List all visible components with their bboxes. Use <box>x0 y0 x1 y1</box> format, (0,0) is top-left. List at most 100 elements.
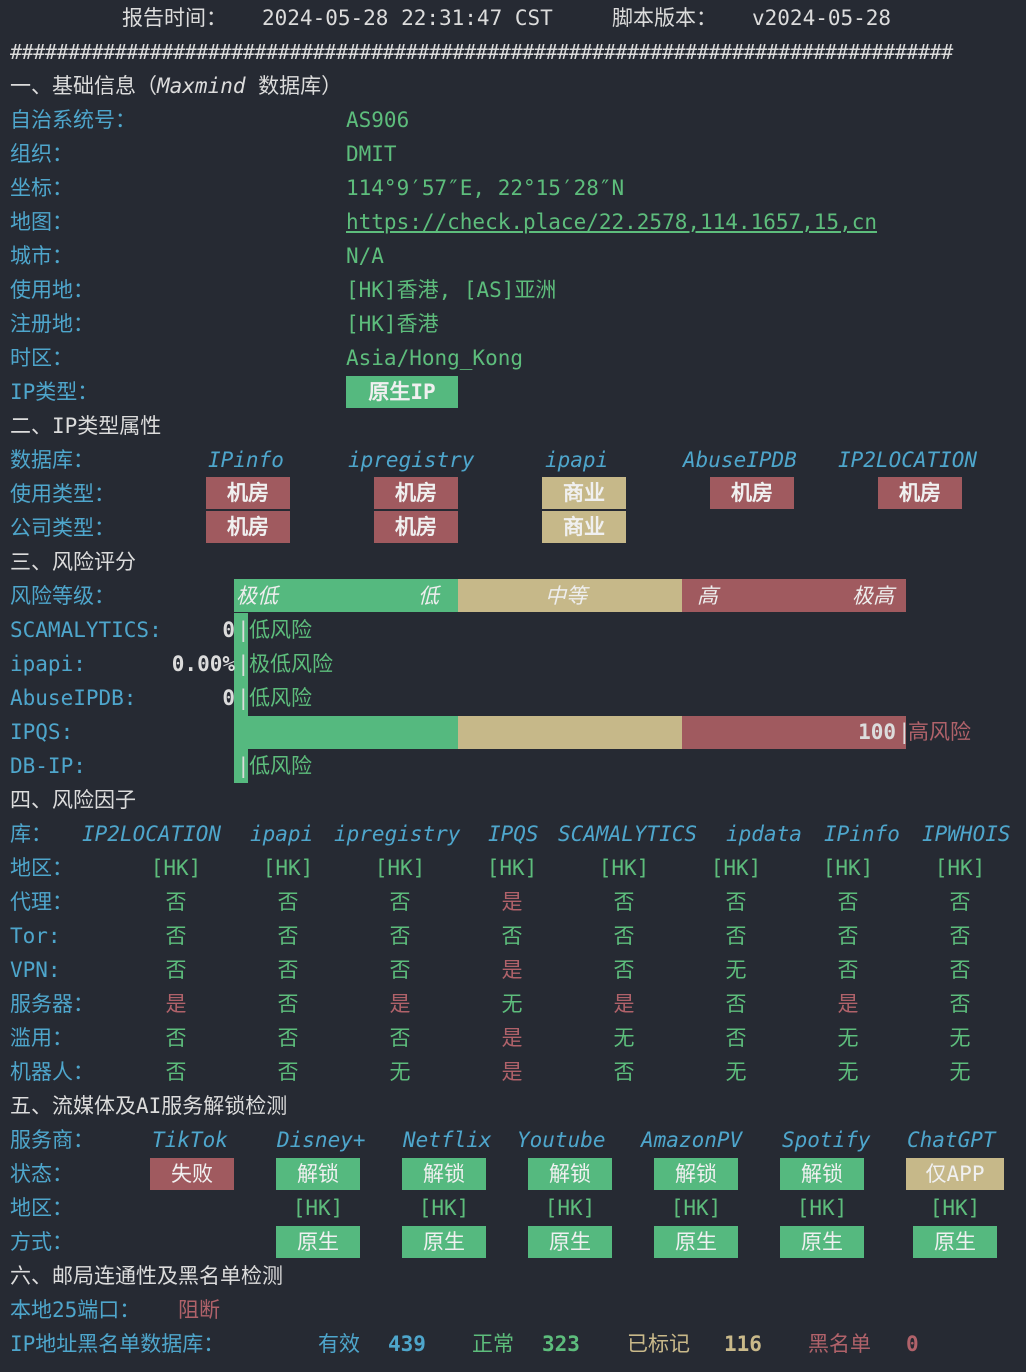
basic-info-label: 时区： <box>10 346 73 370</box>
streaming-service-name: AmazonPV <box>641 1128 743 1152</box>
factor-value: 否 <box>837 924 859 948</box>
basic-info-value: 114°9′57″E, 22°15′28″N <box>346 176 625 200</box>
factor-value: 否 <box>389 924 411 948</box>
risk-score: 0.00% <box>171 652 235 676</box>
risk-verdict: 极低风险 <box>249 652 333 676</box>
streaming-service-name: Netflix <box>403 1128 492 1152</box>
report-time-label: 报告时间： <box>122 6 227 30</box>
status-label: 状态： <box>10 1162 73 1186</box>
unlock-method-badge: 原生 <box>780 1226 864 1258</box>
section-risk-title: 三、风险评分 <box>10 550 136 574</box>
factor-value: [HK] <box>934 856 986 880</box>
database-name: ipapi <box>545 448 609 472</box>
company-type-badge: 机房 <box>206 511 290 543</box>
risk-score: 0 <box>222 686 235 710</box>
factor-db-name: IPWHOIS <box>922 822 1011 846</box>
streaming-region: [HK] <box>544 1196 596 1220</box>
usage-type-label: 使用类型： <box>10 482 115 506</box>
factor-label: 地区： <box>10 856 73 880</box>
factor-value: 是 <box>501 958 523 982</box>
region-label: 地区： <box>10 1196 73 1220</box>
factor-value: 否 <box>613 958 635 982</box>
streaming-region: [HK] <box>418 1196 470 1220</box>
factor-value: 否 <box>277 992 299 1016</box>
factor-value: 无 <box>837 1026 859 1050</box>
risk-verdict: 低风险 <box>249 618 312 642</box>
clean-label: 正常 <box>472 1332 514 1356</box>
factor-value: 否 <box>613 924 635 948</box>
unlock-status-badge: 解锁 <box>654 1158 738 1190</box>
factor-label: 服务器： <box>10 992 94 1016</box>
factor-value: 否 <box>277 1060 299 1084</box>
risk-source-name: DB-IP: <box>10 754 86 778</box>
factor-value: [HK] <box>262 856 314 880</box>
basic-info-label: 自治系统号： <box>10 108 136 132</box>
factor-value: 否 <box>389 1026 411 1050</box>
streaming-service-name: TikTok <box>152 1128 228 1152</box>
section-basic-title: 一、基础信息（Maxmind 数据库） <box>10 74 343 98</box>
risk-source-name: AbuseIPDB: <box>10 686 137 710</box>
section-factors-title: 四、风险因子 <box>10 788 136 812</box>
usage-type-badge: 机房 <box>374 477 458 509</box>
database-name: ipregistry <box>348 448 475 472</box>
map-link[interactable]: https://check.place/22.2578,114.1657,15,… <box>346 210 878 234</box>
separator-line: ########################################… <box>10 40 953 64</box>
factor-db-name: ipdata <box>726 822 802 846</box>
unlock-method-badge: 原生 <box>654 1226 738 1258</box>
factor-value: 否 <box>613 890 635 914</box>
risk-bar-low <box>234 716 458 749</box>
db-label: 数据库： <box>10 448 94 472</box>
unlock-status-badge: 仅APP <box>906 1158 1004 1190</box>
provider-label: 服务商： <box>10 1128 94 1152</box>
unlock-method-badge: 原生 <box>913 1226 997 1258</box>
port25-value: 阻断 <box>178 1298 220 1322</box>
factor-label: 代理： <box>10 890 73 914</box>
risk-level-very-high: 极高 <box>852 584 894 608</box>
usage-type-badge: 机房 <box>878 477 962 509</box>
port25-label: 本地25端口： <box>10 1298 141 1322</box>
risk-verdict: 高风险 <box>908 720 971 744</box>
blacklist-title: 黑名单 <box>808 1332 871 1356</box>
factor-value: 是 <box>613 992 635 1016</box>
factor-value: 否 <box>837 890 859 914</box>
factor-value: [HK] <box>150 856 202 880</box>
factor-value: 否 <box>725 890 747 914</box>
factor-value: 否 <box>725 924 747 948</box>
risk-source-name: SCAMALYTICS: <box>10 618 162 642</box>
basic-info-value: N/A <box>346 244 384 268</box>
risk-scale-low <box>234 579 458 612</box>
factors-lib-label: 库： <box>10 822 52 846</box>
factor-db-name: IPinfo <box>824 822 900 846</box>
factor-value: 否 <box>277 1026 299 1050</box>
factor-value: 否 <box>277 924 299 948</box>
factor-value: 否 <box>165 1060 187 1084</box>
basic-info-label: 坐标： <box>10 176 73 200</box>
risk-verdict: 低风险 <box>249 754 312 778</box>
risk-scale-high <box>682 579 906 612</box>
streaming-service-name: Disney+ <box>277 1128 366 1152</box>
streaming-service-name: Youtube <box>517 1128 606 1152</box>
unlock-status-badge: 解锁 <box>780 1158 864 1190</box>
factor-value: 是 <box>389 992 411 1016</box>
factor-value: 否 <box>277 890 299 914</box>
factor-value: [HK] <box>710 856 762 880</box>
factor-value: 无 <box>389 1060 411 1084</box>
factor-value: 否 <box>949 890 971 914</box>
factor-value: 否 <box>277 958 299 982</box>
risk-marker-icon: | <box>237 754 250 778</box>
factor-label: 滥用： <box>10 1026 73 1050</box>
valid-label: 有效 <box>318 1332 360 1356</box>
usage-type-badge: 机房 <box>710 477 794 509</box>
risk-score: 0 <box>222 618 235 642</box>
streaming-region: [HK] <box>670 1196 722 1220</box>
factor-value: 否 <box>725 992 747 1016</box>
factor-value: 否 <box>949 924 971 948</box>
database-name: AbuseIPDB <box>683 448 797 472</box>
factor-value: 否 <box>949 958 971 982</box>
ip-type-badge: 原生IP <box>346 376 458 408</box>
streaming-service-name: ChatGPT <box>907 1128 996 1152</box>
factor-value: 否 <box>165 924 187 948</box>
factor-value: 否 <box>165 958 187 982</box>
basic-info-label: 组织： <box>10 142 73 166</box>
factor-value: 否 <box>725 1026 747 1050</box>
